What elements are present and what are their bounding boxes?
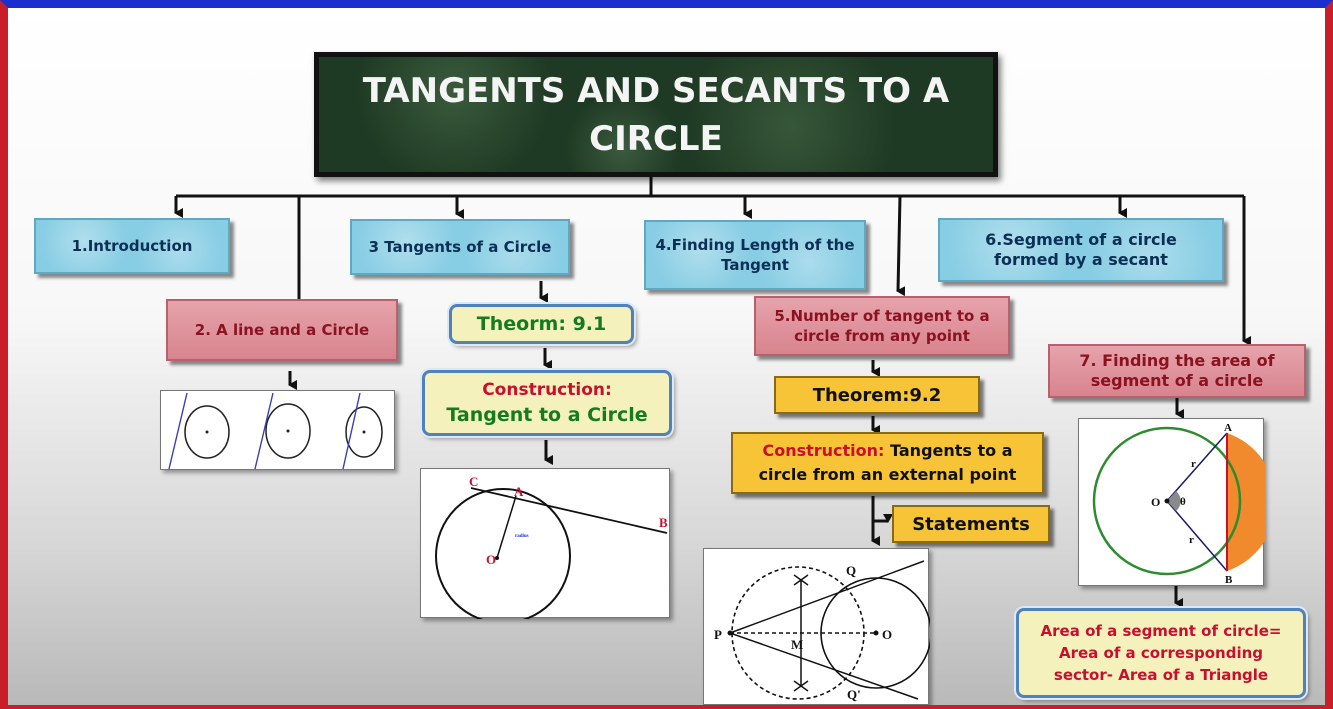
node-area-of-segment-text: 7. Finding the area of segment of a circ… xyxy=(1079,351,1275,390)
node-statements-text: Statements xyxy=(912,513,1030,535)
connector-lines xyxy=(174,168,1251,608)
node-tangents-of-circle: 3 Tangents of a Circle xyxy=(350,219,570,275)
segment-label-theta: θ xyxy=(1180,496,1186,508)
external-label-q: Q xyxy=(846,563,856,578)
external-label-q-prime: Q' xyxy=(847,687,861,702)
segment-label-b: B xyxy=(1225,574,1233,586)
segment-label-o: O xyxy=(1151,495,1160,509)
node-theorem-9-1: Theorm: 9.1 xyxy=(449,304,634,344)
node-segment-by-secant-text: 6.Segment of a circle formed by a secant xyxy=(985,230,1177,269)
main-title-text: TANGENTS AND SECANTS TO A CIRCLE xyxy=(362,70,950,159)
node-area-of-segment: 7. Finding the area of segment of a circ… xyxy=(1048,344,1306,398)
node-theorem-9-2: Theorem:9.2 xyxy=(774,376,980,414)
segment-label-r-bottom: r xyxy=(1189,534,1194,546)
figure-tangent-to-circle: C A B O radius xyxy=(420,468,670,624)
segment-label-a: A xyxy=(1224,422,1232,434)
segment-label-r-top: r xyxy=(1191,458,1196,470)
external-point-diagram: P M O Q Q' xyxy=(714,560,932,702)
figure-line-and-circle xyxy=(160,390,395,470)
node-area-formula-text: Area of a segment of circle= Area of a c… xyxy=(1040,622,1282,684)
construction-1-label: Construction: xyxy=(482,380,612,400)
main-title: TANGENTS AND SECANTS TO A CIRCLE xyxy=(314,52,998,177)
node-segment-by-secant: 6.Segment of a circle formed by a secant xyxy=(938,218,1224,282)
tangent-label-a: A xyxy=(514,484,524,499)
construction-2-label: Construction: xyxy=(762,441,885,460)
node-introduction-text: 1.Introduction xyxy=(71,237,193,255)
external-label-o: O xyxy=(882,627,892,642)
node-introduction: 1.Introduction xyxy=(34,218,230,274)
node-theorem-9-2-text: Theorem:9.2 xyxy=(812,384,942,406)
tangent-label-c: C xyxy=(469,474,478,489)
construction-1-text: Tangent to a Circle xyxy=(446,404,648,426)
node-tangents-of-circle-text: 3 Tangents of a Circle xyxy=(368,238,552,256)
node-number-of-tangent-text: 5.Number of tangent to a circle from any… xyxy=(774,307,990,345)
node-finding-length-text: 4.Finding Length of the Tangent xyxy=(655,236,855,274)
figure-segment-area: A B O r r θ xyxy=(1078,418,1277,586)
node-line-and-circle-text: 2. A line and a Circle xyxy=(194,321,370,339)
node-line-and-circle: 2. A line and a Circle xyxy=(166,299,398,361)
node-theorem-9-1-text: Theorm: 9.1 xyxy=(476,313,607,335)
external-label-m: M xyxy=(791,637,803,652)
node-construction-external: Construction: Tangents to a circle from … xyxy=(731,432,1044,494)
node-statements: Statements xyxy=(892,505,1050,543)
node-area-formula: Area of a segment of circle= Area of a c… xyxy=(1016,608,1306,698)
node-construction-tangent: Construction: Tangent to a Circle xyxy=(422,370,672,436)
construction-2-text: Tangents to a circle from an external po… xyxy=(758,441,1017,484)
segment-diagram: A B O r r θ xyxy=(1092,422,1277,586)
tangent-diagram: C A B O radius xyxy=(435,474,668,624)
tangent-label-radius: radius xyxy=(515,534,529,539)
tangent-label-o: O xyxy=(486,552,496,567)
tangent-label-b: B xyxy=(659,515,668,530)
external-label-p: P xyxy=(714,627,722,642)
node-finding-length: 4.Finding Length of the Tangent xyxy=(644,220,866,290)
node-number-of-tangent: 5.Number of tangent to a circle from any… xyxy=(754,296,1010,356)
three-circles-diagram xyxy=(168,392,383,470)
figure-external-point: P M O Q Q' xyxy=(703,548,932,705)
